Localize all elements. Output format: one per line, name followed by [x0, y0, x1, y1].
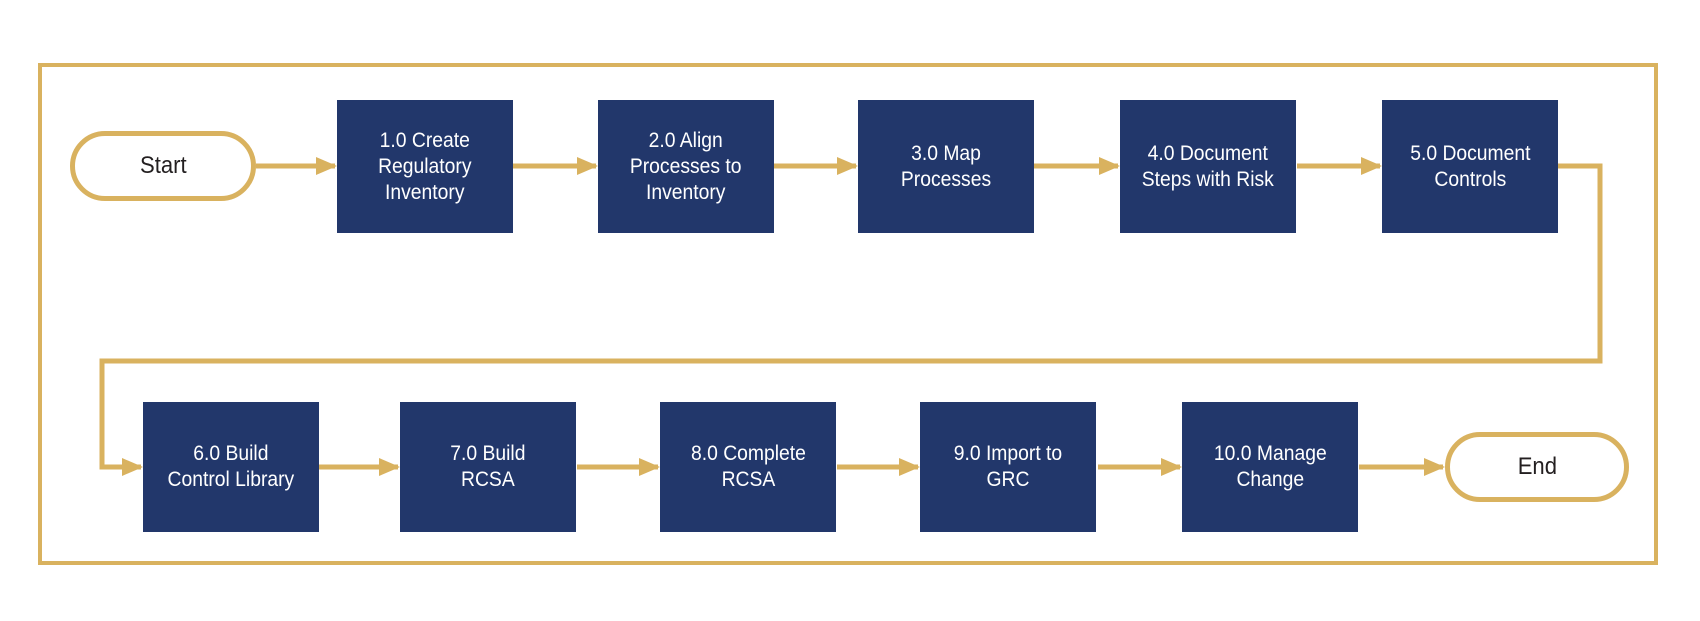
- process-box-3: 3.0 Map Processes: [858, 100, 1034, 233]
- process-box-5: 5.0 Document Controls: [1382, 100, 1558, 233]
- process-box-10: 10.0 Manage Change: [1182, 402, 1358, 532]
- end-terminal: End: [1445, 432, 1629, 502]
- process-box-7-label: 7.0 Build RCSA: [450, 442, 526, 491]
- process-box-6-label: 6.0 Build Control Library: [167, 442, 295, 491]
- process-box-9: 9.0 Import to GRC: [920, 402, 1096, 532]
- process-box-7: 7.0 Build RCSA: [400, 402, 576, 532]
- process-box-8-label: 8.0 Complete RCSA: [690, 442, 806, 491]
- process-box-1: 1.0 Create Regulatory Inventory: [337, 100, 513, 233]
- process-box-5-label: 5.0 Document Controls: [1409, 141, 1531, 191]
- process-box-3-label: 3.0 Map Processes: [900, 141, 992, 191]
- end-terminal-label: End: [1517, 453, 1557, 480]
- process-box-10-label: 10.0 Manage Change: [1213, 442, 1327, 491]
- process-box-1-label: 1.0 Create Regulatory Inventory: [378, 128, 472, 204]
- start-terminal-label: Start: [139, 152, 187, 179]
- process-box-2-label: 2.0 Align Processes to Inventory: [630, 128, 742, 204]
- process-box-4: 4.0 Document Steps with Risk: [1120, 100, 1296, 233]
- process-box-2: 2.0 Align Processes to Inventory: [598, 100, 774, 233]
- process-box-6: 6.0 Build Control Library: [143, 402, 319, 532]
- process-box-9-label: 9.0 Import to GRC: [953, 442, 1063, 491]
- process-box-8: 8.0 Complete RCSA: [660, 402, 836, 532]
- start-terminal: Start: [70, 131, 256, 201]
- outer-border-frame: [38, 63, 1658, 565]
- process-box-4-label: 4.0 Document Steps with Risk: [1141, 141, 1275, 191]
